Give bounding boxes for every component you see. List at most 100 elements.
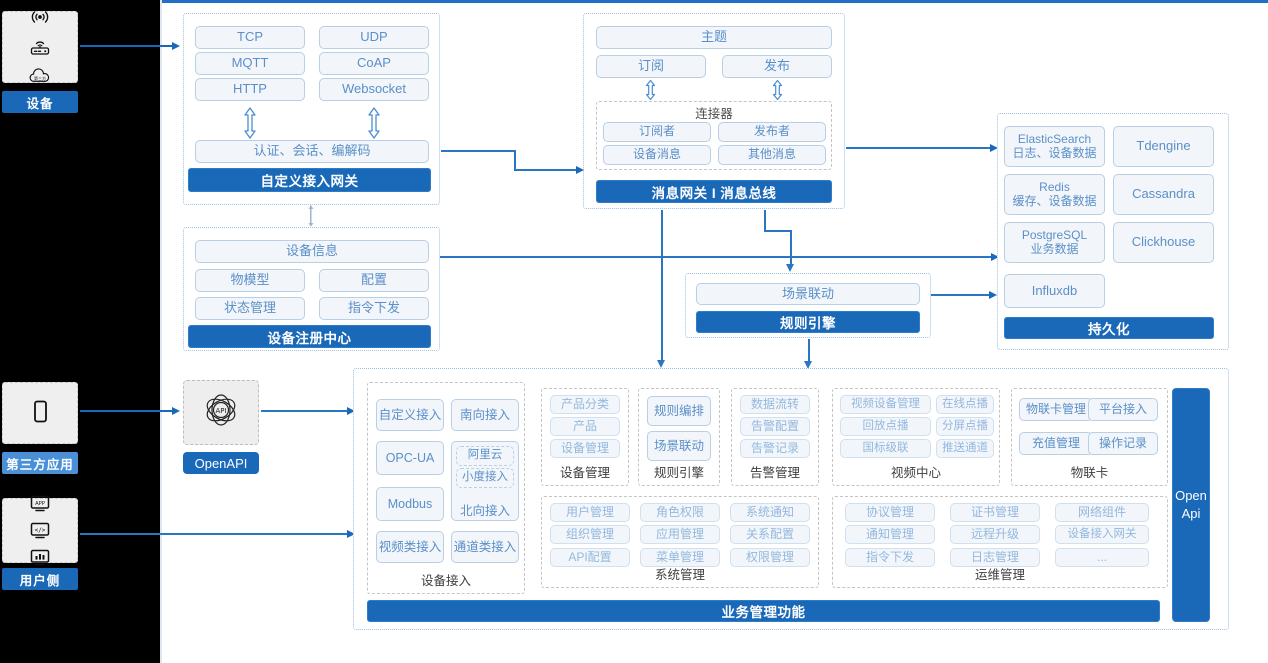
chip-online-vod[interactable]: 在线点播 [936,395,994,414]
chip-split-screen-vod[interactable]: 分屏点播 [936,417,994,436]
chip-topic[interactable]: 主题 [596,26,832,49]
line-openapi-to-business [261,410,351,412]
chip-store-cassandra[interactable]: Cassandra [1113,174,1214,215]
chip-channel-access[interactable]: 通道类接入 [451,531,519,563]
chip-xiaodu-access[interactable]: 小度接入 [456,468,514,488]
chip-device-info[interactable]: 设备信息 [195,240,429,263]
chip-notice-management[interactable]: 通知管理 [845,525,935,544]
bar-message-gateway-bus[interactable]: 消息网关 I 消息总线 [596,180,832,203]
chip-command-dispatch[interactable]: 指令下发 [319,297,429,320]
chip-product-category[interactable]: 产品分类 [550,395,620,414]
chip-subscriber[interactable]: 订阅者 [603,122,711,142]
chip-protocol-mqtt[interactable]: MQTT [195,52,305,75]
chip-iot-card-management[interactable]: 物联卡管理 [1019,398,1093,421]
chip-device-message[interactable]: 设备消息 [603,145,711,165]
chip-subscribe[interactable]: 订阅 [596,55,706,78]
bidirectional-arrow-right [364,106,384,145]
wifi-signal-icon [27,5,53,29]
caption-rule-engine-biz: 规则引擎 [653,466,704,480]
arrow-head-openapi-to-business [347,406,355,415]
chip-store-tdengine[interactable]: Tdengine [1113,126,1214,167]
chip-gb-cascade[interactable]: 国标级联 [840,439,931,458]
chip-device-management[interactable]: 设备管理 [550,439,620,458]
connector-title: 连接器 [695,107,733,121]
chip-product[interactable]: 产品 [550,417,620,436]
chip-alarm-config[interactable]: 告警配置 [740,417,810,436]
chip-menu-management[interactable]: 菜单管理 [640,548,720,567]
chip-publish[interactable]: 发布 [722,55,832,78]
chip-protocol-tcp[interactable]: TCP [195,26,305,49]
chip-cert-management[interactable]: 证书管理 [950,503,1040,522]
chip-system-notice[interactable]: 系统通知 [730,503,810,522]
chip-data-flow[interactable]: 数据流转 [740,395,810,414]
chip-permission-management[interactable]: 权限管理 [730,548,810,567]
chip-store-influxdb[interactable]: Influxdb [1004,274,1105,308]
chip-platform-access[interactable]: 平台接入 [1088,398,1158,421]
chip-user-management[interactable]: 用户管理 [550,503,630,522]
open-api-line1: Open [1175,488,1207,504]
bar-custom-access-gateway[interactable]: 自定义接入网关 [188,168,431,192]
chip-network-component[interactable]: 网络组件 [1055,503,1149,522]
chip-protocol-management[interactable]: 协议管理 [845,503,935,522]
chip-aliyun[interactable]: 阿里云 [456,446,514,466]
chip-remote-upgrade[interactable]: 远程升级 [950,525,1040,544]
chip-scene-linkage-biz[interactable]: 场景联动 [647,431,711,461]
chip-scene-linkage[interactable]: 场景联动 [696,283,920,305]
chip-thing-model[interactable]: 物模型 [195,269,305,292]
chip-role-permission[interactable]: 角色权限 [640,503,720,522]
chip-operation-record[interactable]: 操作记录 [1088,432,1158,455]
line-msgbus-to-rule-3 [790,230,792,266]
chip-command-dispatch-ops[interactable]: 指令下发 [845,548,935,567]
svg-text:第三方: 第三方 [34,76,46,81]
bidirectional-arrow-left [240,106,260,145]
chip-alarm-record[interactable]: 告警记录 [740,439,810,458]
chip-more-ellipsis[interactable]: ... [1055,548,1149,567]
svg-text:</>: </> [35,527,46,534]
chip-log-management[interactable]: 日志管理 [950,548,1040,567]
chip-protocol-websocket[interactable]: Websocket [319,78,429,101]
chip-config[interactable]: 配置 [319,269,429,292]
chip-southbound-access[interactable]: 南向接入 [451,399,519,431]
chip-store-redis[interactable]: Redis 缓存、设备数据 [1004,174,1105,215]
line-registry-to-persistence [440,256,997,258]
chip-modbus[interactable]: Modbus [376,487,444,521]
chip-api-config[interactable]: API配置 [550,548,630,567]
chip-video-device-management[interactable]: 视频设备管理 [840,395,931,414]
actor-third-party-icons [2,382,78,444]
chip-device-access-gateway[interactable]: 设备接入网关 [1055,525,1149,544]
chip-store-clickhouse[interactable]: Clickhouse [1113,222,1214,263]
chip-publisher[interactable]: 发布者 [718,122,826,142]
bar-open-api-vertical[interactable]: Open Api [1172,388,1210,622]
chip-push-channel[interactable]: 推送通道 [936,439,994,458]
line-gateway-to-msg-1 [441,150,515,152]
chip-other-message[interactable]: 其他消息 [718,145,826,165]
openapi-pill[interactable]: OpenAPI [183,452,259,474]
bar-device-registry-center[interactable]: 设备注册中心 [188,325,431,348]
chip-custom-access[interactable]: 自定义接入 [376,399,444,431]
chip-rule-orchestration[interactable]: 规则编排 [647,396,711,426]
chip-app-management[interactable]: 应用管理 [640,525,720,544]
chip-playback-vod[interactable]: 回放点播 [840,417,931,436]
chip-state-management[interactable]: 状态管理 [195,297,305,320]
actor-user-icons: APP </> [2,495,78,566]
chip-protocol-coap[interactable]: CoAP [319,52,429,75]
svg-text:APP: APP [35,501,45,507]
chip-auth-session-codec[interactable]: 认证、会话、编解码 [195,140,429,163]
router-icon [27,35,53,59]
chip-recharge-management[interactable]: 充值管理 [1019,432,1093,455]
actor-device-icons: 第三方 [2,11,78,83]
chip-store-postgresql[interactable]: PostgreSQL 业务数据 [1004,222,1105,263]
chip-store-elasticsearch[interactable]: ElasticSearch 日志、设备数据 [1004,126,1105,167]
chip-video-access[interactable]: 视频类接入 [376,531,444,563]
bar-persistence[interactable]: 持久化 [1004,317,1214,339]
chip-opc-ua[interactable]: OPC-UA [376,441,444,475]
chip-relation-config[interactable]: 关系配置 [730,525,810,544]
arrow-line-thirdparty-to-openapi [80,410,176,413]
bar-rule-engine[interactable]: 规则引擎 [696,311,920,333]
bar-business-management[interactable]: 业务管理功能 [367,600,1160,622]
chip-protocol-udp[interactable]: UDP [319,26,429,49]
chip-protocol-http[interactable]: HTTP [195,78,305,101]
chart-monitor-icon [27,546,53,570]
caption-device-management: 设备管理 [559,466,610,480]
chip-org-management[interactable]: 组织管理 [550,525,630,544]
